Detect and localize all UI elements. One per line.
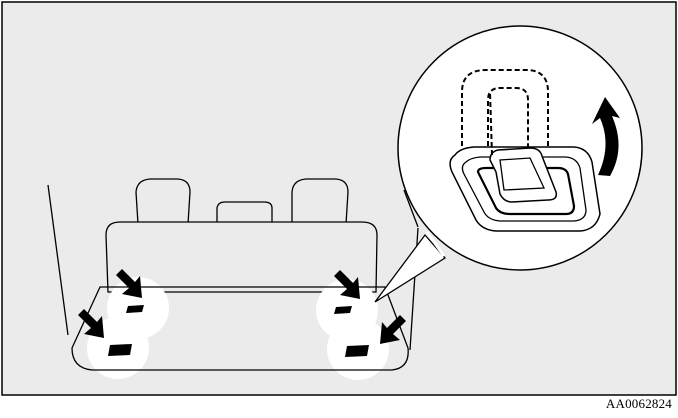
- headrest-right: [292, 179, 348, 224]
- anchor-slot: [126, 305, 144, 313]
- anchor-slot: [334, 306, 352, 314]
- headrest-center: [217, 202, 272, 224]
- reference-code: AA0062824: [606, 396, 672, 412]
- anchor-slot: [345, 345, 369, 357]
- anchor-slot: [108, 344, 132, 356]
- headrest-left: [136, 179, 190, 224]
